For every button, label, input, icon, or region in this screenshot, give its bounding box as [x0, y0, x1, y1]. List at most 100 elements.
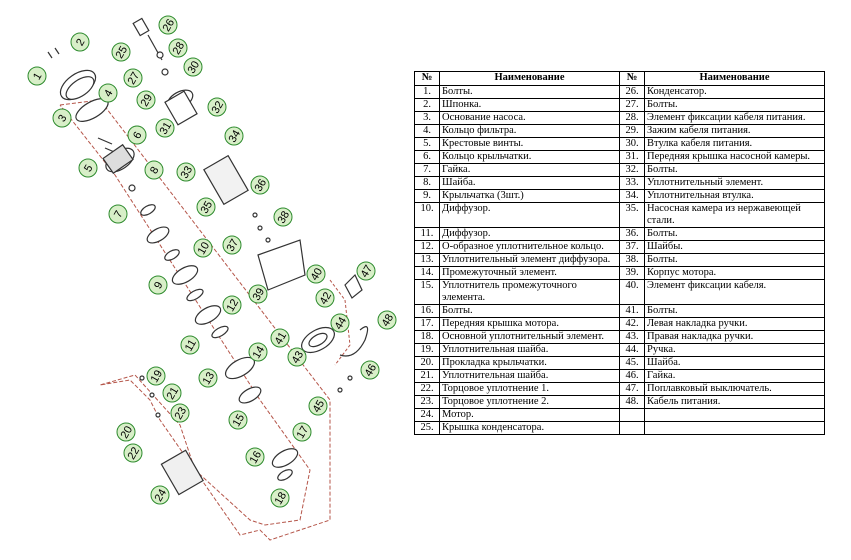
callout-46: 46	[360, 360, 380, 380]
part-number: 14.	[414, 266, 440, 280]
part-number: 43.	[619, 330, 645, 344]
callout-circle	[292, 422, 312, 442]
callout-circle	[170, 403, 190, 423]
callout-labels: 1234567891011121314151617181920212223242…	[27, 15, 397, 508]
callout-17: 17	[292, 422, 312, 442]
callout-35: 35	[196, 197, 216, 217]
callout-circle	[222, 295, 242, 315]
callout-number: 3	[56, 113, 69, 124]
callout-number: 18	[273, 490, 290, 507]
table-row: 19.Уплотнительная шайба.44.Ручка.	[414, 343, 825, 357]
part-name: Уплотнительная втулка.	[644, 189, 825, 203]
callout-number: 47	[359, 263, 376, 280]
table-row: 16.Болты.41.Болты.	[414, 304, 825, 318]
callout-number: 5	[82, 163, 95, 174]
callout-9: 9	[148, 275, 168, 295]
part-name: Элемент фиксации кабеля питания.	[644, 111, 825, 125]
part-name: Диффузор.	[439, 227, 620, 241]
callout-20: 20	[116, 422, 136, 442]
part-name: Передняя крышка мотора.	[439, 317, 620, 331]
part-number: 23.	[414, 395, 440, 409]
header-number-1: №	[414, 71, 440, 86]
callout-18: 18	[270, 488, 290, 508]
callout-11: 11	[180, 335, 200, 355]
callout-number: 48	[380, 312, 397, 329]
part-name: Прокладка крыльчатки.	[439, 356, 620, 370]
callout-circle	[108, 204, 128, 224]
part-number: 32.	[619, 163, 645, 177]
part-name: Промежуточный элемент.	[439, 266, 620, 280]
part-name: Болты.	[439, 304, 620, 318]
table-row: 6.Кольцо крыльчатки.31.Передняя крышка н…	[414, 150, 825, 164]
part-name: Основной уплотнительный элемент.	[439, 330, 620, 344]
header-number-2: №	[619, 71, 645, 86]
callout-number: 7	[112, 209, 125, 220]
callout-number: 29	[139, 92, 156, 109]
part-name: Втулка кабеля питания.	[644, 137, 825, 151]
callout-circle	[52, 108, 72, 128]
table-row: 17.Передняя крышка мотора.42.Левая накла…	[414, 317, 825, 331]
callout-44: 44	[330, 313, 350, 333]
callout-38: 38	[273, 207, 293, 227]
part-name: Шайбы.	[644, 240, 825, 254]
callout-circle	[273, 207, 293, 227]
part-name: Уплотнитель промежуточного элемента.	[439, 279, 620, 305]
callout-number: 36	[253, 177, 270, 194]
part-name: Конденсатор.	[644, 85, 825, 99]
callout-number: 32	[210, 99, 227, 116]
callout-27: 27	[123, 68, 143, 88]
callout-31: 31	[155, 118, 175, 138]
part-name: Болты.	[644, 163, 825, 177]
callout-number: 39	[251, 286, 268, 303]
callout-circle	[308, 396, 328, 416]
callout-number: 40	[309, 266, 326, 283]
part-name: Уплотнительный элемент.	[644, 176, 825, 190]
callout-circle	[27, 66, 47, 86]
callout-19: 19	[146, 366, 166, 386]
callout-16: 16	[245, 447, 265, 467]
part-number: 27.	[619, 98, 645, 112]
part-number: 24.	[414, 408, 440, 422]
callout-circle	[306, 264, 326, 284]
part-number: 8.	[414, 176, 440, 190]
callout-12: 12	[222, 295, 242, 315]
callout-circle	[250, 175, 270, 195]
callout-29: 29	[136, 90, 156, 110]
part-number: 6.	[414, 150, 440, 164]
part-name: Болты.	[644, 253, 825, 267]
callout-number: 45	[311, 398, 328, 415]
part-name: Правая накладка ручки.	[644, 330, 825, 344]
table-row: 14.Промежуточный элемент.39.Корпус мотор…	[414, 266, 825, 280]
callout-number: 6	[131, 130, 144, 141]
part-name: Шайба.	[439, 176, 620, 190]
callout-8: 8	[144, 160, 164, 180]
callout-number: 16	[248, 449, 265, 466]
part-number: 28.	[619, 111, 645, 125]
callout-number: 19	[149, 368, 166, 385]
callout-number: 14	[251, 344, 268, 361]
callout-number: 2	[74, 37, 87, 48]
callout-number: 46	[363, 362, 380, 379]
callout-32: 32	[207, 97, 227, 117]
callout-number: 21	[165, 385, 182, 402]
part-number: 44.	[619, 343, 645, 357]
part-number: 35.	[619, 202, 645, 228]
part-name: Кольцо фильтра.	[439, 124, 620, 138]
table-row: 12.О-образное уплотнительное кольцо.37.Ш…	[414, 240, 825, 254]
part-number	[619, 421, 645, 435]
callout-circle	[176, 162, 196, 182]
part-name	[644, 421, 825, 435]
callout-circle	[245, 447, 265, 467]
part-number: 1.	[414, 85, 440, 99]
callout-circle	[330, 313, 350, 333]
table-row: 25.Крышка конденсатора.	[414, 421, 825, 435]
table-row: 13.Уплотнительный элемент диффузора.38.Б…	[414, 253, 825, 267]
part-number: 37.	[619, 240, 645, 254]
callout-43: 43	[287, 347, 307, 367]
callout-7: 7	[108, 204, 128, 224]
callout-circle	[148, 275, 168, 295]
part-number	[619, 408, 645, 422]
part-name: Зажим кабеля питания.	[644, 124, 825, 138]
part-name: Шайба.	[644, 356, 825, 370]
callout-36: 36	[250, 175, 270, 195]
